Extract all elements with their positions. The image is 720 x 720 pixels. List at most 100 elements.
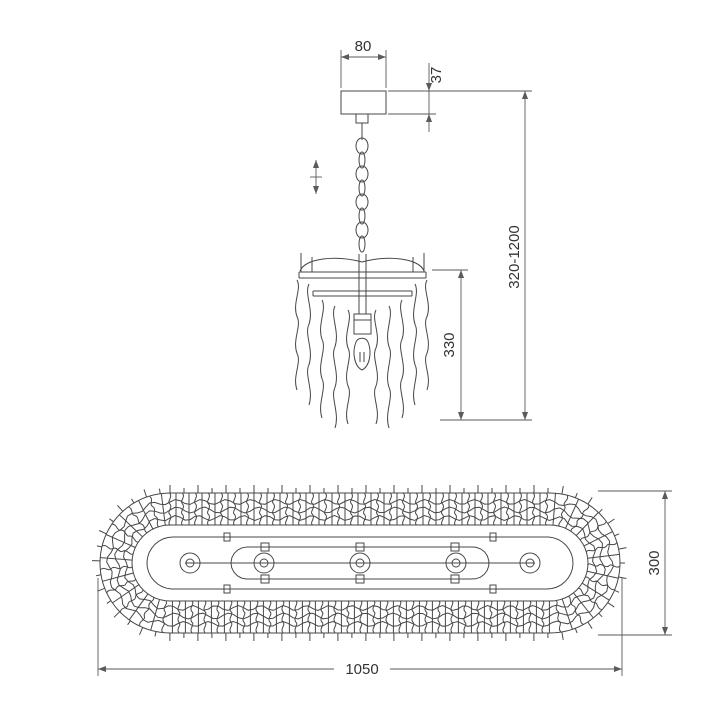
fringe-spike: [96, 545, 103, 548]
chain-link: [355, 137, 369, 155]
fringe-spike: [598, 508, 603, 514]
glass-pendant: [373, 308, 379, 426]
ring-tick: [581, 582, 610, 601]
ring-wavy-piece: [579, 520, 607, 542]
fringe-spike: [598, 612, 603, 618]
chain-link: [355, 193, 369, 211]
ring-wavy-piece: [476, 600, 480, 634]
glass-pendant: [294, 278, 300, 392]
ring-tick: [573, 592, 594, 619]
ring-inner-contour: [131, 524, 589, 602]
ring-wavy-piece: [450, 600, 454, 634]
ring-wavy-piece: [519, 492, 522, 526]
fringe-spike: [130, 498, 135, 504]
chandelier-body: [298, 253, 427, 371]
ring-outer-contour: [99, 492, 621, 634]
glass-pendant: [345, 308, 351, 426]
ring-wavy-piece: [101, 544, 134, 555]
side-view: [294, 90, 430, 430]
fringe-spike: [587, 497, 593, 505]
fringe-spike: [106, 600, 112, 604]
glass-pendant: [412, 282, 418, 407]
chain-link: [355, 221, 369, 239]
chain-link: [358, 235, 366, 253]
fringe-spike: [561, 631, 564, 640]
fringe-spike: [614, 533, 620, 537]
fringe-spike: [143, 489, 148, 498]
ring-wavy-piece: [359, 600, 363, 634]
ring-wavy-piece: [385, 600, 389, 634]
chain: [355, 137, 369, 253]
ring-wavy-piece: [255, 600, 259, 634]
ring-wavy-contour: [106, 498, 614, 627]
dim-overall-length: 1050: [345, 661, 378, 678]
glass-pendant: [386, 304, 392, 430]
canopy: [340, 90, 387, 115]
ring-wavy-piece: [311, 492, 314, 526]
ring-wavy-piece: [168, 492, 172, 526]
fringe-spike: [607, 602, 615, 608]
glass-pendant: [332, 304, 338, 430]
ring-wavy-piece: [489, 600, 493, 634]
ring-wavy-contour: [122, 514, 598, 612]
plate-details: [185, 532, 535, 594]
chain-link: [358, 207, 366, 225]
ring-tick: [118, 514, 143, 538]
ring-tick: [561, 598, 573, 630]
ring-wavy-piece: [294, 600, 298, 634]
fringe-spike: [98, 530, 107, 535]
dim-canopy-height: 37: [428, 67, 445, 84]
dim-overall-width: 300: [646, 550, 663, 575]
ring-wavy-piece: [242, 600, 246, 634]
ring-tick: [105, 534, 136, 548]
lamp-socket: [353, 313, 372, 335]
ring-wavy-piece: [376, 492, 379, 526]
dim-body-height: 330: [441, 332, 458, 357]
ring-tick: [112, 584, 140, 604]
ring-tick: [583, 531, 613, 547]
top-view: [91, 485, 627, 641]
chain-link: [358, 179, 366, 197]
fringe-spike: [113, 611, 121, 618]
ring-wavy-piece: [148, 495, 161, 528]
ring-wavy-piece: [541, 600, 545, 634]
ring-wavy-piece: [220, 492, 223, 526]
ring-wavy-piece: [333, 600, 337, 634]
dimensions: 80 37 320-1200 330 300 1050: [97, 38, 672, 678]
glass-pendant: [424, 278, 430, 392]
ring-wavy-piece: [337, 492, 340, 526]
fringe-spike: [96, 574, 102, 577]
fringe-spike: [618, 576, 627, 579]
ring-wavy-piece: [246, 492, 249, 526]
ring-wavy-piece: [346, 600, 350, 634]
ring-wavy-piece: [502, 600, 506, 634]
plate-contour: [146, 536, 574, 590]
ring-wavy-piece: [467, 492, 470, 526]
ring-wavy-piece: [177, 600, 181, 634]
ring-wavy-piece: [350, 492, 353, 526]
ring-wavy-piece: [441, 492, 444, 526]
bulb: [353, 337, 371, 371]
chain-link: [358, 151, 366, 169]
ring-wavy-piece: [506, 492, 509, 526]
glass-pendant: [306, 282, 312, 407]
fringe-spike: [117, 505, 124, 512]
fringe-spike: [614, 589, 620, 593]
ring-tick: [575, 512, 599, 536]
ring-tick: [552, 493, 556, 526]
ring-wavy-piece: [577, 587, 603, 611]
ring-wavy-piece: [424, 600, 428, 634]
ring-wavy-piece: [493, 492, 496, 526]
ring-wavy-piece: [402, 492, 405, 526]
ring-wavy-piece: [119, 588, 144, 613]
ring-tick: [160, 493, 166, 526]
height-adjust-arrow: [310, 160, 322, 194]
fringe-spike: [154, 631, 157, 637]
ring-wavy-piece: [515, 600, 519, 634]
fringe-spike: [618, 547, 627, 550]
fringe-spike: [574, 628, 578, 634]
ring-wavy-piece: [320, 600, 324, 634]
ring-tick: [587, 553, 620, 559]
ring-wavy-piece: [111, 523, 140, 544]
ring-wavy-piece: [268, 600, 272, 634]
